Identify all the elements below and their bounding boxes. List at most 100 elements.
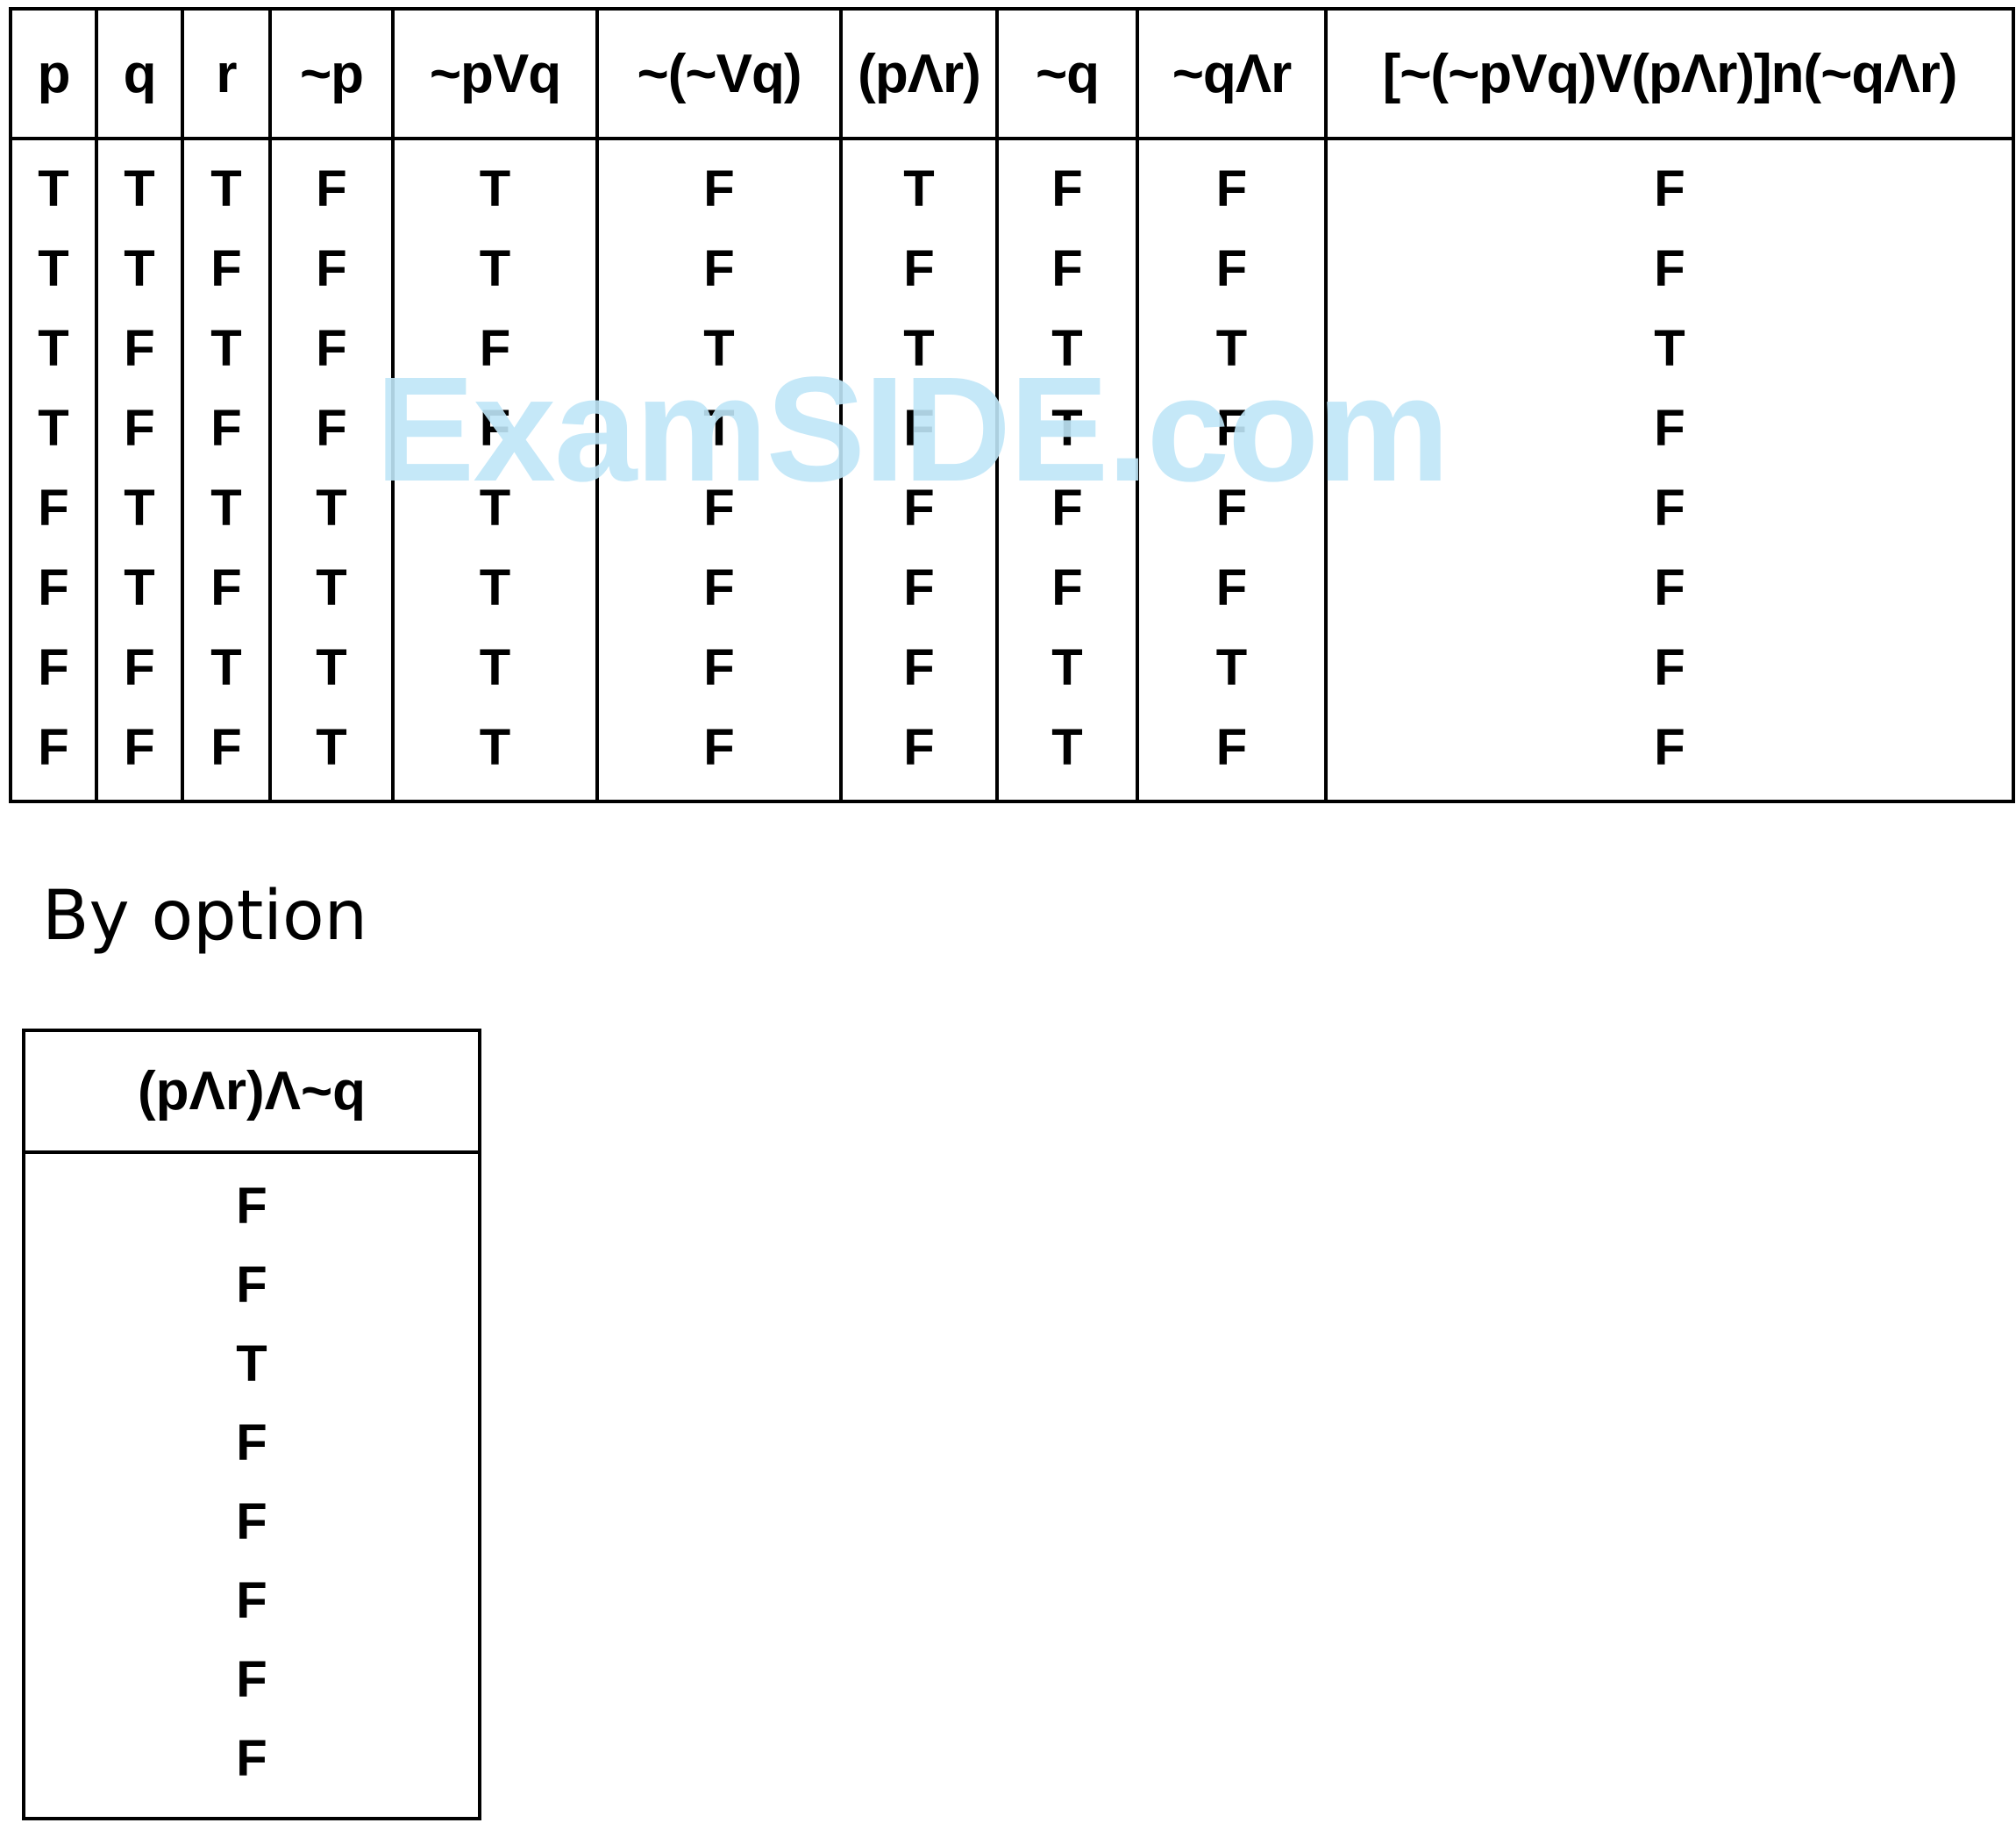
table-cell: F — [595, 548, 843, 628]
table-cell: T — [181, 139, 272, 229]
table-cell: T — [391, 229, 599, 309]
option-row: F — [24, 1719, 480, 1819]
table-cell: T — [1324, 309, 2015, 388]
table-cell: F — [1324, 628, 2015, 708]
table-cell: F — [268, 229, 395, 309]
header-not-p-or-q: ~pVq — [391, 9, 599, 140]
table-cell: T — [268, 628, 395, 708]
table-cell: F — [839, 708, 999, 801]
option-row: T — [24, 1324, 480, 1403]
table-cell: T — [9, 139, 98, 229]
header-p-and-r: (pΛr) — [839, 9, 999, 140]
truth-table-header-row: p q r ~p ~pVq ~(~Vq) (pΛr) ~q ~qΛr [~(~p… — [9, 9, 2015, 140]
table-cell: T — [391, 548, 599, 628]
table-cell: F — [181, 548, 272, 628]
table-cell: F — [1324, 548, 2015, 628]
table-cell: F — [1136, 139, 1328, 229]
header-not-p: ~p — [268, 9, 395, 140]
table-cell: F — [995, 548, 1139, 628]
option-row: F — [24, 1152, 480, 1245]
header-final-expression: [~(~pVq)V(pΛr)]n(~qΛr) — [1324, 9, 2015, 140]
table-cell: F — [181, 708, 272, 801]
table-cell: T — [95, 139, 184, 229]
table-cell: F — [995, 229, 1139, 309]
table-cell: F — [995, 139, 1139, 229]
table-cell: F — [95, 388, 184, 468]
table-cell: T — [1136, 628, 1328, 708]
table-cell: F — [391, 388, 599, 468]
truth-table: p q r ~p ~pVq ~(~Vq) (pΛr) ~q ~qΛr [~(~p… — [9, 7, 2015, 803]
option-row: F — [24, 1482, 480, 1561]
option-row: F — [24, 1640, 480, 1719]
header-not-of-not-or-q: ~(~Vq) — [595, 9, 843, 140]
option-cell: F — [236, 1256, 267, 1314]
table-cell: F — [1324, 708, 2015, 801]
table-cell: F — [1136, 388, 1328, 468]
table-cell: T — [95, 548, 184, 628]
by-option-label: By option — [42, 877, 368, 956]
option-cell: F — [236, 1571, 267, 1629]
option-cell: F — [236, 1650, 267, 1708]
table-cell: F — [268, 309, 395, 388]
option-table-header-row: (pΛr)Λ~q — [24, 1030, 480, 1154]
header-not-q: ~q — [995, 9, 1139, 140]
table-cell: T — [95, 468, 184, 548]
table-cell: F — [95, 708, 184, 801]
option-row: F — [24, 1403, 480, 1482]
table-cell: F — [181, 229, 272, 309]
table-cell: F — [181, 388, 272, 468]
table-cell: F — [391, 309, 599, 388]
table-cell: T — [9, 309, 98, 388]
table-cell: T — [391, 628, 599, 708]
table-cell: F — [839, 388, 999, 468]
header-r: r — [181, 9, 272, 140]
table-cell: T — [391, 468, 599, 548]
table-cell: F — [595, 468, 843, 548]
table-cell: F — [95, 628, 184, 708]
table-cell: F — [595, 708, 843, 801]
table-cell: F — [1324, 468, 2015, 548]
option-row: F — [24, 1245, 480, 1324]
table-cell: F — [595, 139, 843, 229]
table-cell: F — [1136, 548, 1328, 628]
table-cell: F — [9, 708, 98, 801]
option-cell: T — [236, 1335, 267, 1392]
table-cell: F — [1324, 139, 2015, 229]
table-cell: F — [1136, 229, 1328, 309]
table-cell: F — [839, 548, 999, 628]
table-cell: F — [268, 388, 395, 468]
table-cell: T — [1136, 309, 1328, 388]
table-cell: F — [1324, 229, 2015, 309]
table-cell: T — [839, 309, 999, 388]
table-cell: F — [839, 468, 999, 548]
table-cell: T — [268, 468, 395, 548]
table-cell: F — [95, 309, 184, 388]
table-cell: T — [181, 468, 272, 548]
option-header: (pΛr)Λ~q — [24, 1030, 480, 1154]
option-cell: F — [236, 1729, 267, 1787]
header-not-q-and-r: ~qΛr — [1136, 9, 1328, 140]
table-cell: F — [9, 468, 98, 548]
option-cell: F — [236, 1492, 267, 1550]
table-cell: F — [9, 548, 98, 628]
table-cell: T — [268, 548, 395, 628]
table-cell: T — [995, 388, 1139, 468]
table-cell: T — [95, 229, 184, 309]
table-cell: T — [268, 708, 395, 801]
table-cell: T — [181, 309, 272, 388]
table-cell: F — [595, 628, 843, 708]
table-cell: F — [839, 628, 999, 708]
option-row: F — [24, 1561, 480, 1640]
table-cell: T — [995, 309, 1139, 388]
table-cell: T — [9, 229, 98, 309]
table-cell: T — [595, 388, 843, 468]
